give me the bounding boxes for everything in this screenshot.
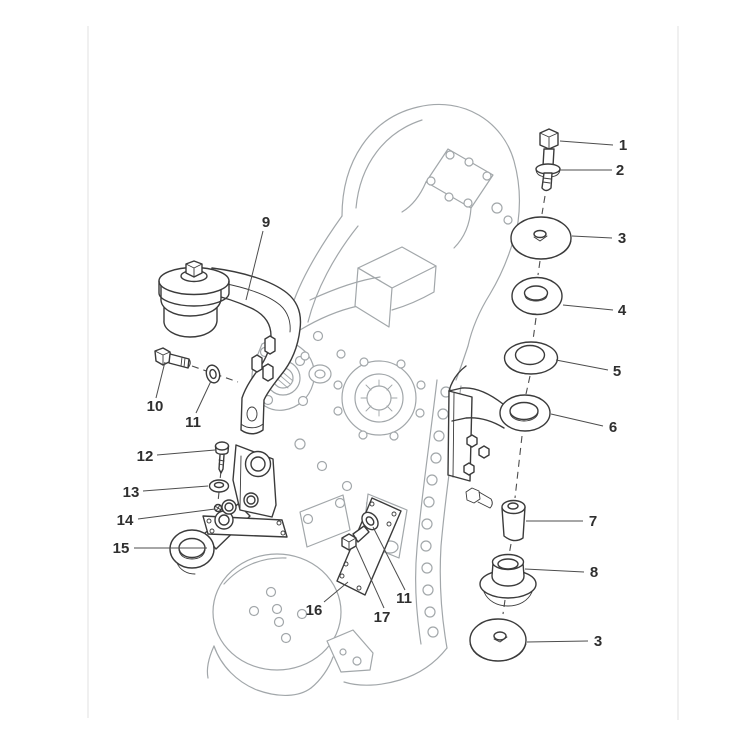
part-screw-12 [214, 441, 230, 474]
callout-label-12: 12 [137, 448, 154, 465]
part-washer-3-bottom [469, 618, 527, 662]
callout-label-1: 1 [619, 137, 627, 154]
part-bolt-1 [539, 128, 559, 167]
callout-label-2: 2 [616, 162, 624, 179]
part-washer-13 [208, 479, 230, 493]
part-bracket-6 [447, 365, 551, 482]
callout-label-5: 5 [613, 363, 621, 380]
part-washer-3-top [510, 216, 572, 260]
callout-label-10: 10 [147, 398, 164, 415]
part-washer-5 [503, 341, 559, 375]
part-bracket-9 [158, 260, 302, 435]
callout-label-9: 9 [262, 214, 270, 231]
transmission-body-illustration [206, 103, 520, 696]
part-mount-8 [479, 553, 537, 607]
callout-label-13: 13 [123, 484, 140, 501]
callout-label-8: 8 [590, 564, 598, 581]
part-pin-14 [213, 503, 223, 513]
part-plate-lower [202, 499, 288, 538]
part-washer-11-bottom [361, 511, 379, 531]
callout-label-6: 6 [609, 419, 617, 436]
callout-label-17: 17 [374, 609, 391, 626]
callout-label-7: 7 [589, 513, 597, 530]
part-washer-2 [535, 163, 561, 192]
callouts: 1 2 3 4 5 6 7 8 3 9 10 11 12 13 14 15 16… [113, 137, 628, 650]
callout-label-11-bottom: 11 [396, 590, 412, 607]
part-arm-15 [169, 503, 251, 575]
callout-label-15: 15 [113, 540, 130, 557]
callout-label-4: 4 [618, 302, 627, 319]
callout-label-14: 14 [117, 512, 134, 529]
part-bolt-10 [154, 347, 191, 369]
sensor-bolt-illustration [465, 487, 493, 509]
leader-lines [134, 140, 614, 643]
callout-label-3-bottom: 3 [594, 633, 602, 650]
part-washer-4 [511, 276, 563, 316]
callout-label-3-top: 3 [618, 230, 626, 247]
callout-label-16: 16 [306, 602, 323, 619]
part-spacer-7 [501, 499, 526, 542]
part-washer-11-left [205, 364, 221, 384]
part-bracket-16 [336, 497, 402, 596]
callout-label-11-left: 11 [185, 414, 201, 431]
part-bracket-upper [232, 444, 277, 518]
